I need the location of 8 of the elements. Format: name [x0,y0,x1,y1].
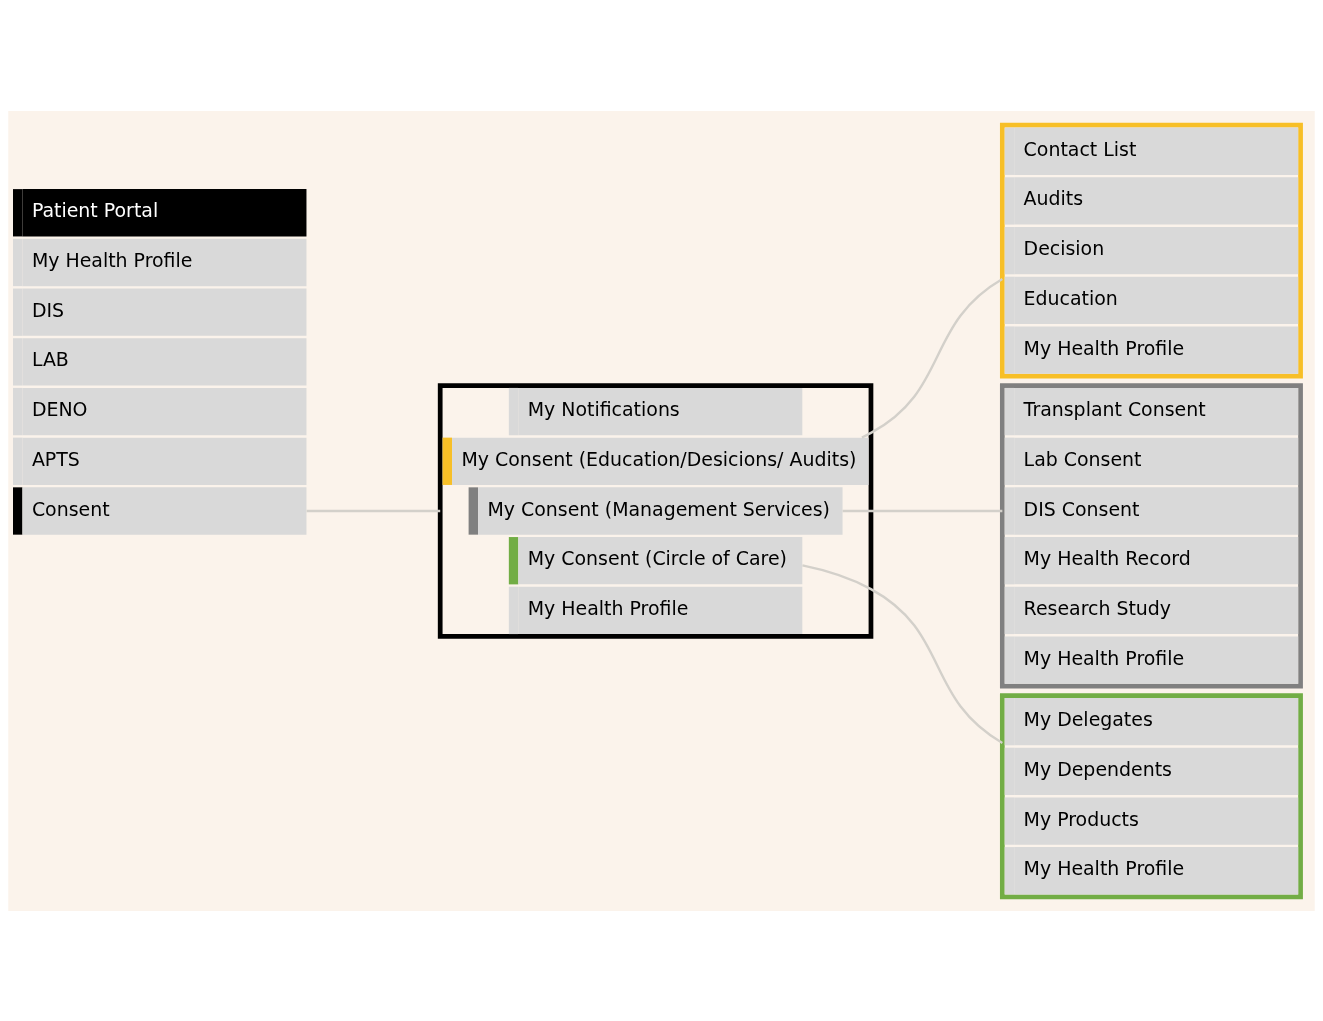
cluster [999,122,1303,378]
cluster [999,692,1303,899]
connector [861,277,1003,439]
cluster [437,382,874,639]
connector [802,563,1003,744]
connector [842,509,1003,512]
cluster [999,382,1303,688]
connector [306,509,441,512]
